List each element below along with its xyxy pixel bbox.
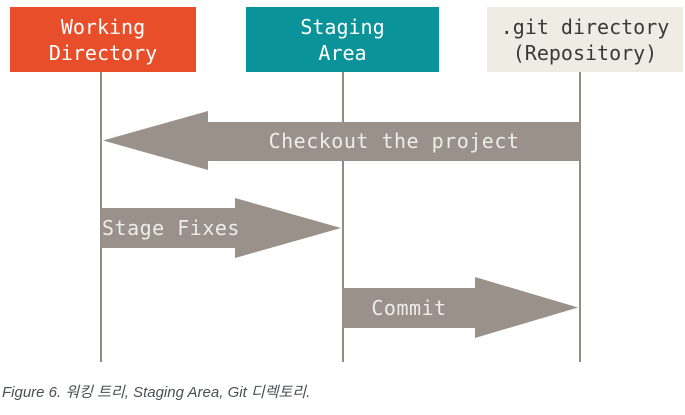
stage-fixes-arrow xyxy=(101,198,341,258)
staging-area-box: Staging Area xyxy=(246,7,439,72)
working-directory-box: Working Directory xyxy=(10,7,196,72)
git-directory-box: .git directory (Repository) xyxy=(487,7,683,72)
figure-caption: Figure 6. 워킹 트리, Staging Area, Git 디렉토리. xyxy=(2,384,311,401)
checkout-arrow xyxy=(103,111,580,170)
commit-arrow xyxy=(343,277,578,338)
